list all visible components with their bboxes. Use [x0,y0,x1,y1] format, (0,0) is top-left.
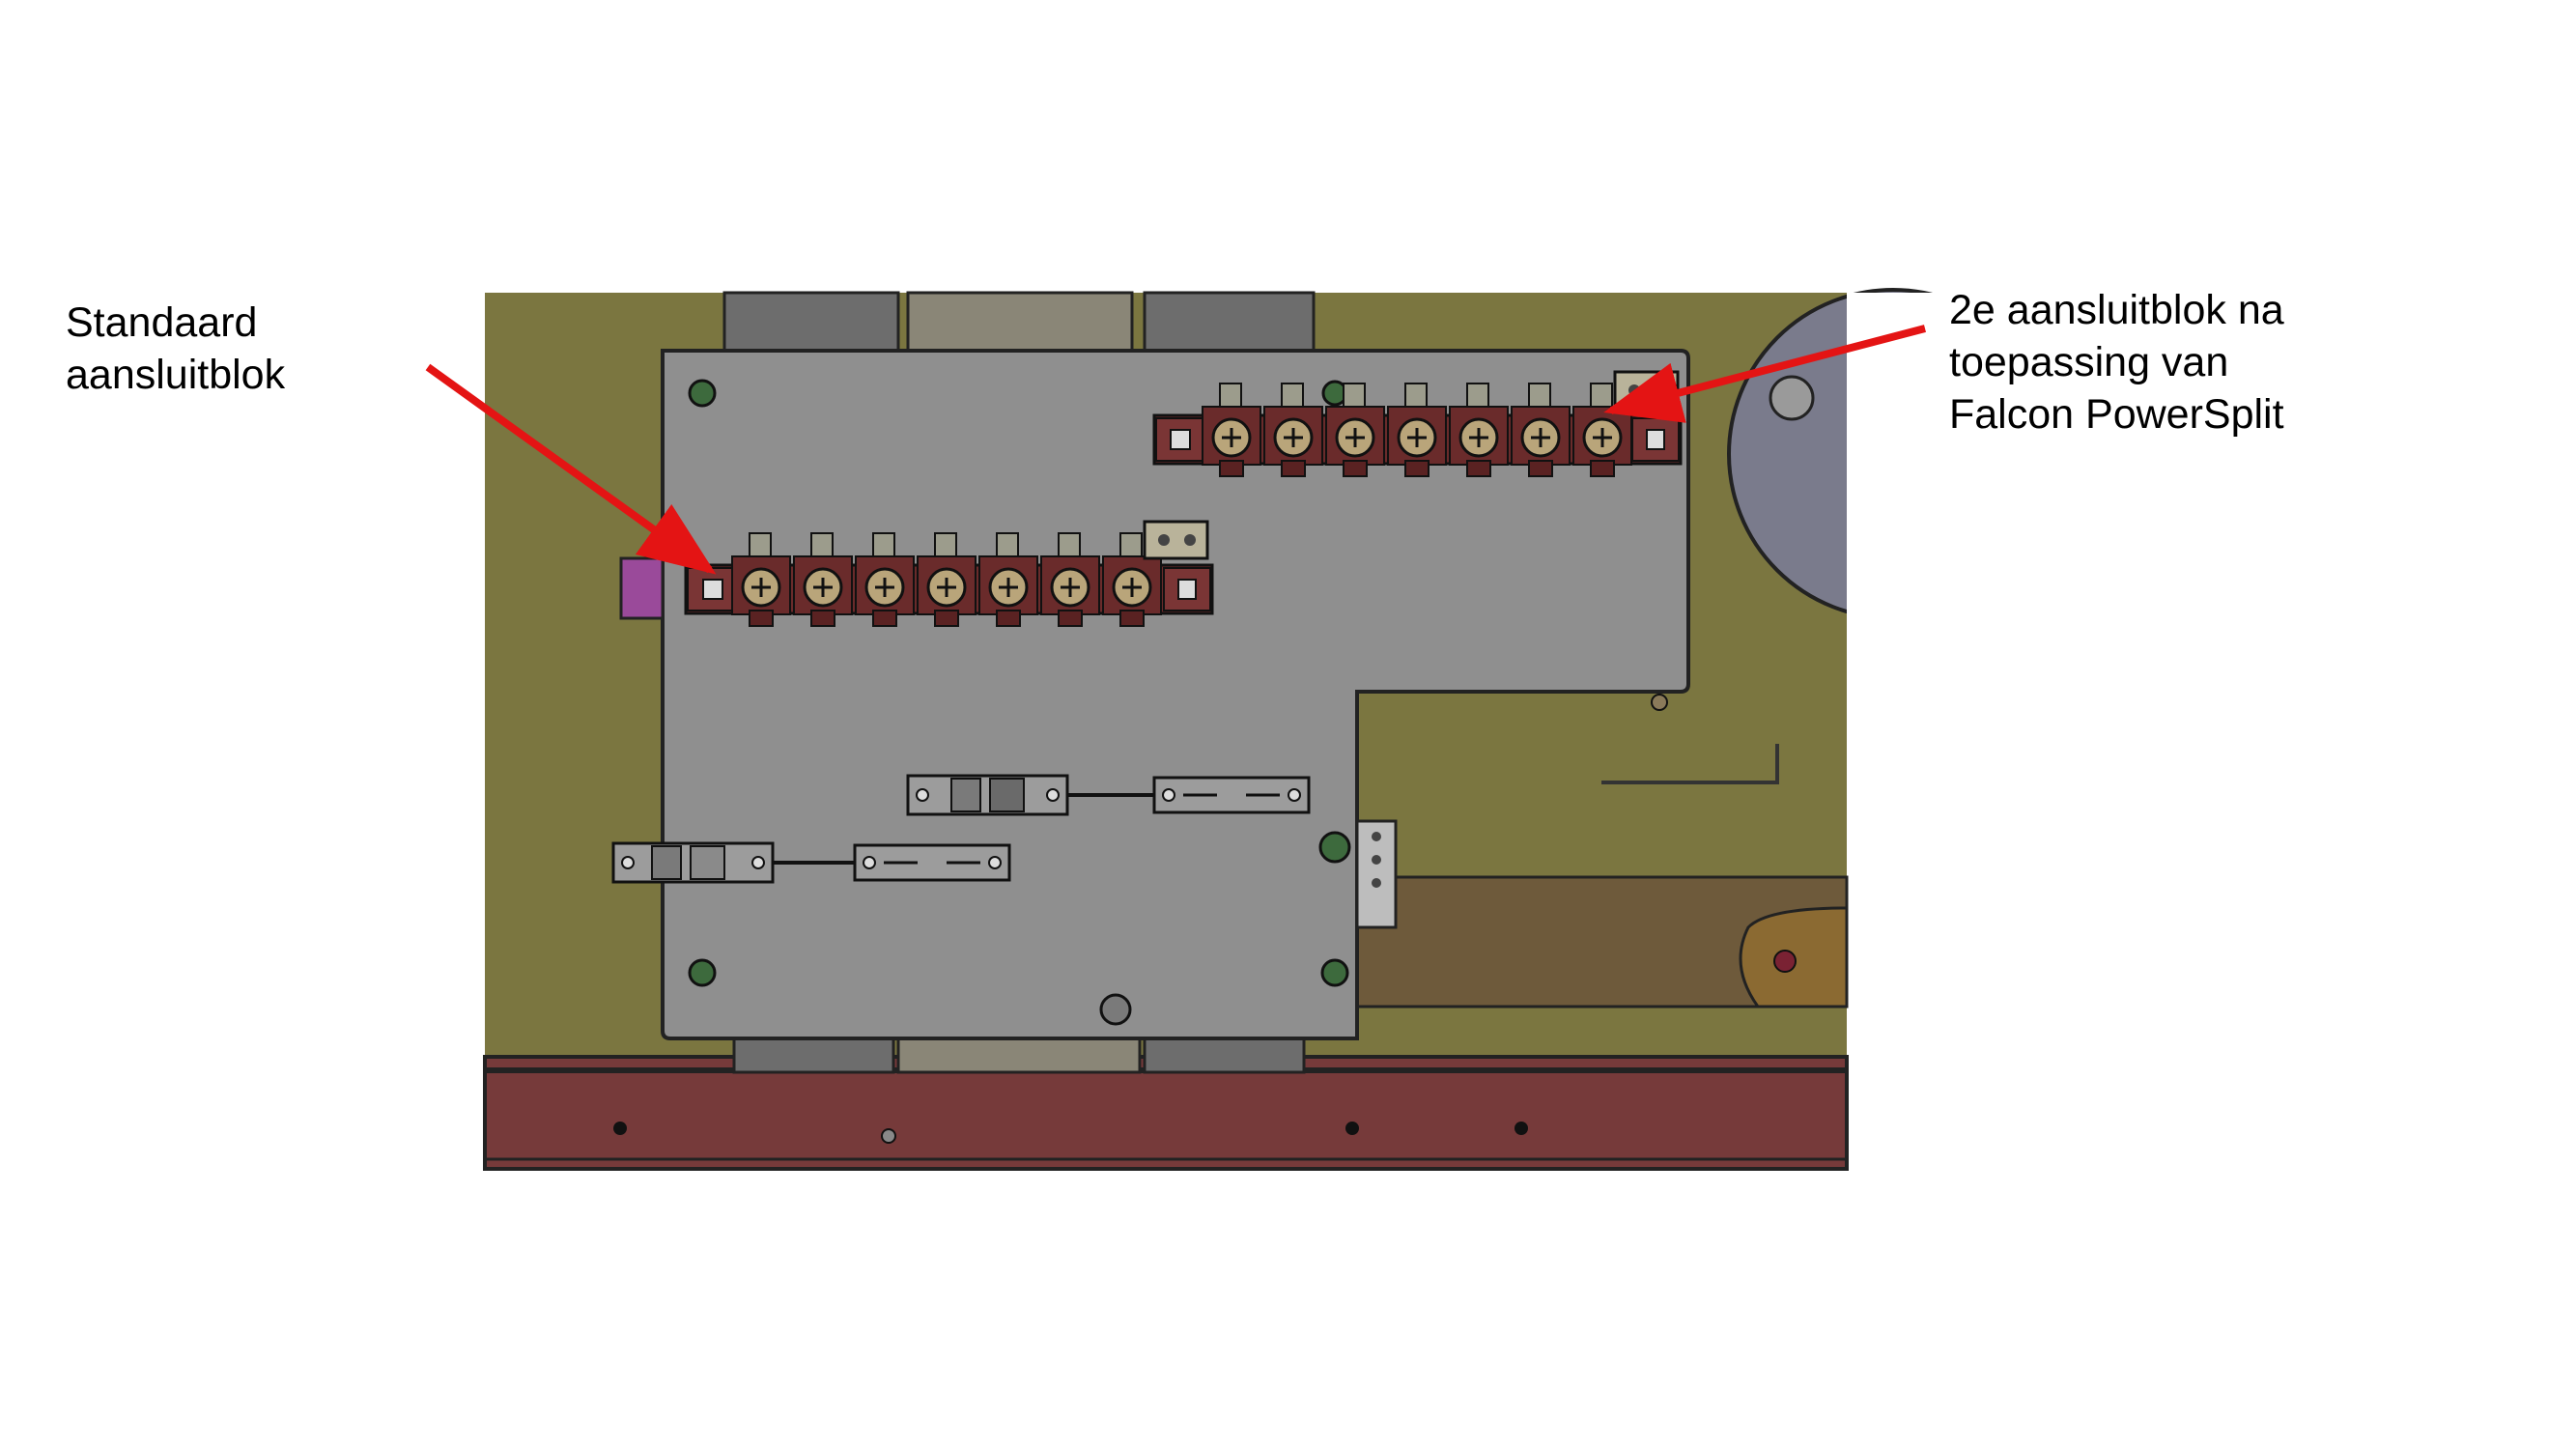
top-mount-center [906,291,1134,355]
frame-rail [483,1055,1849,1171]
label-powersplit-line-1: 2e aansluitblok na [1949,287,2284,333]
arrow-standard-block [425,363,717,575]
plate-standoffs [688,379,1668,1026]
arrow-powersplit-block [1603,325,1927,423]
label-powersplit-line-2: toepassing van [1949,339,2229,385]
label-standard-line-2: aansluitblok [66,352,286,398]
label-standard-line-1: Standaard [66,299,258,346]
fuse-holder-upper [906,774,1311,816]
label-powersplit-line-3: Falcon PowerSplit [1949,391,2284,438]
label-powersplit-block: 2e aansluitblok na toepassing van Falcon… [1949,284,2284,440]
top-mount-left [722,291,900,355]
standard-terminal-block [684,520,1214,628]
purple-tab [619,556,665,620]
fuse-holder-lower [611,841,1011,884]
label-standard-block: Standaard aansluitblok [66,297,285,401]
top-mount-right [1143,291,1316,355]
powersplit-terminal-block [1152,370,1683,478]
